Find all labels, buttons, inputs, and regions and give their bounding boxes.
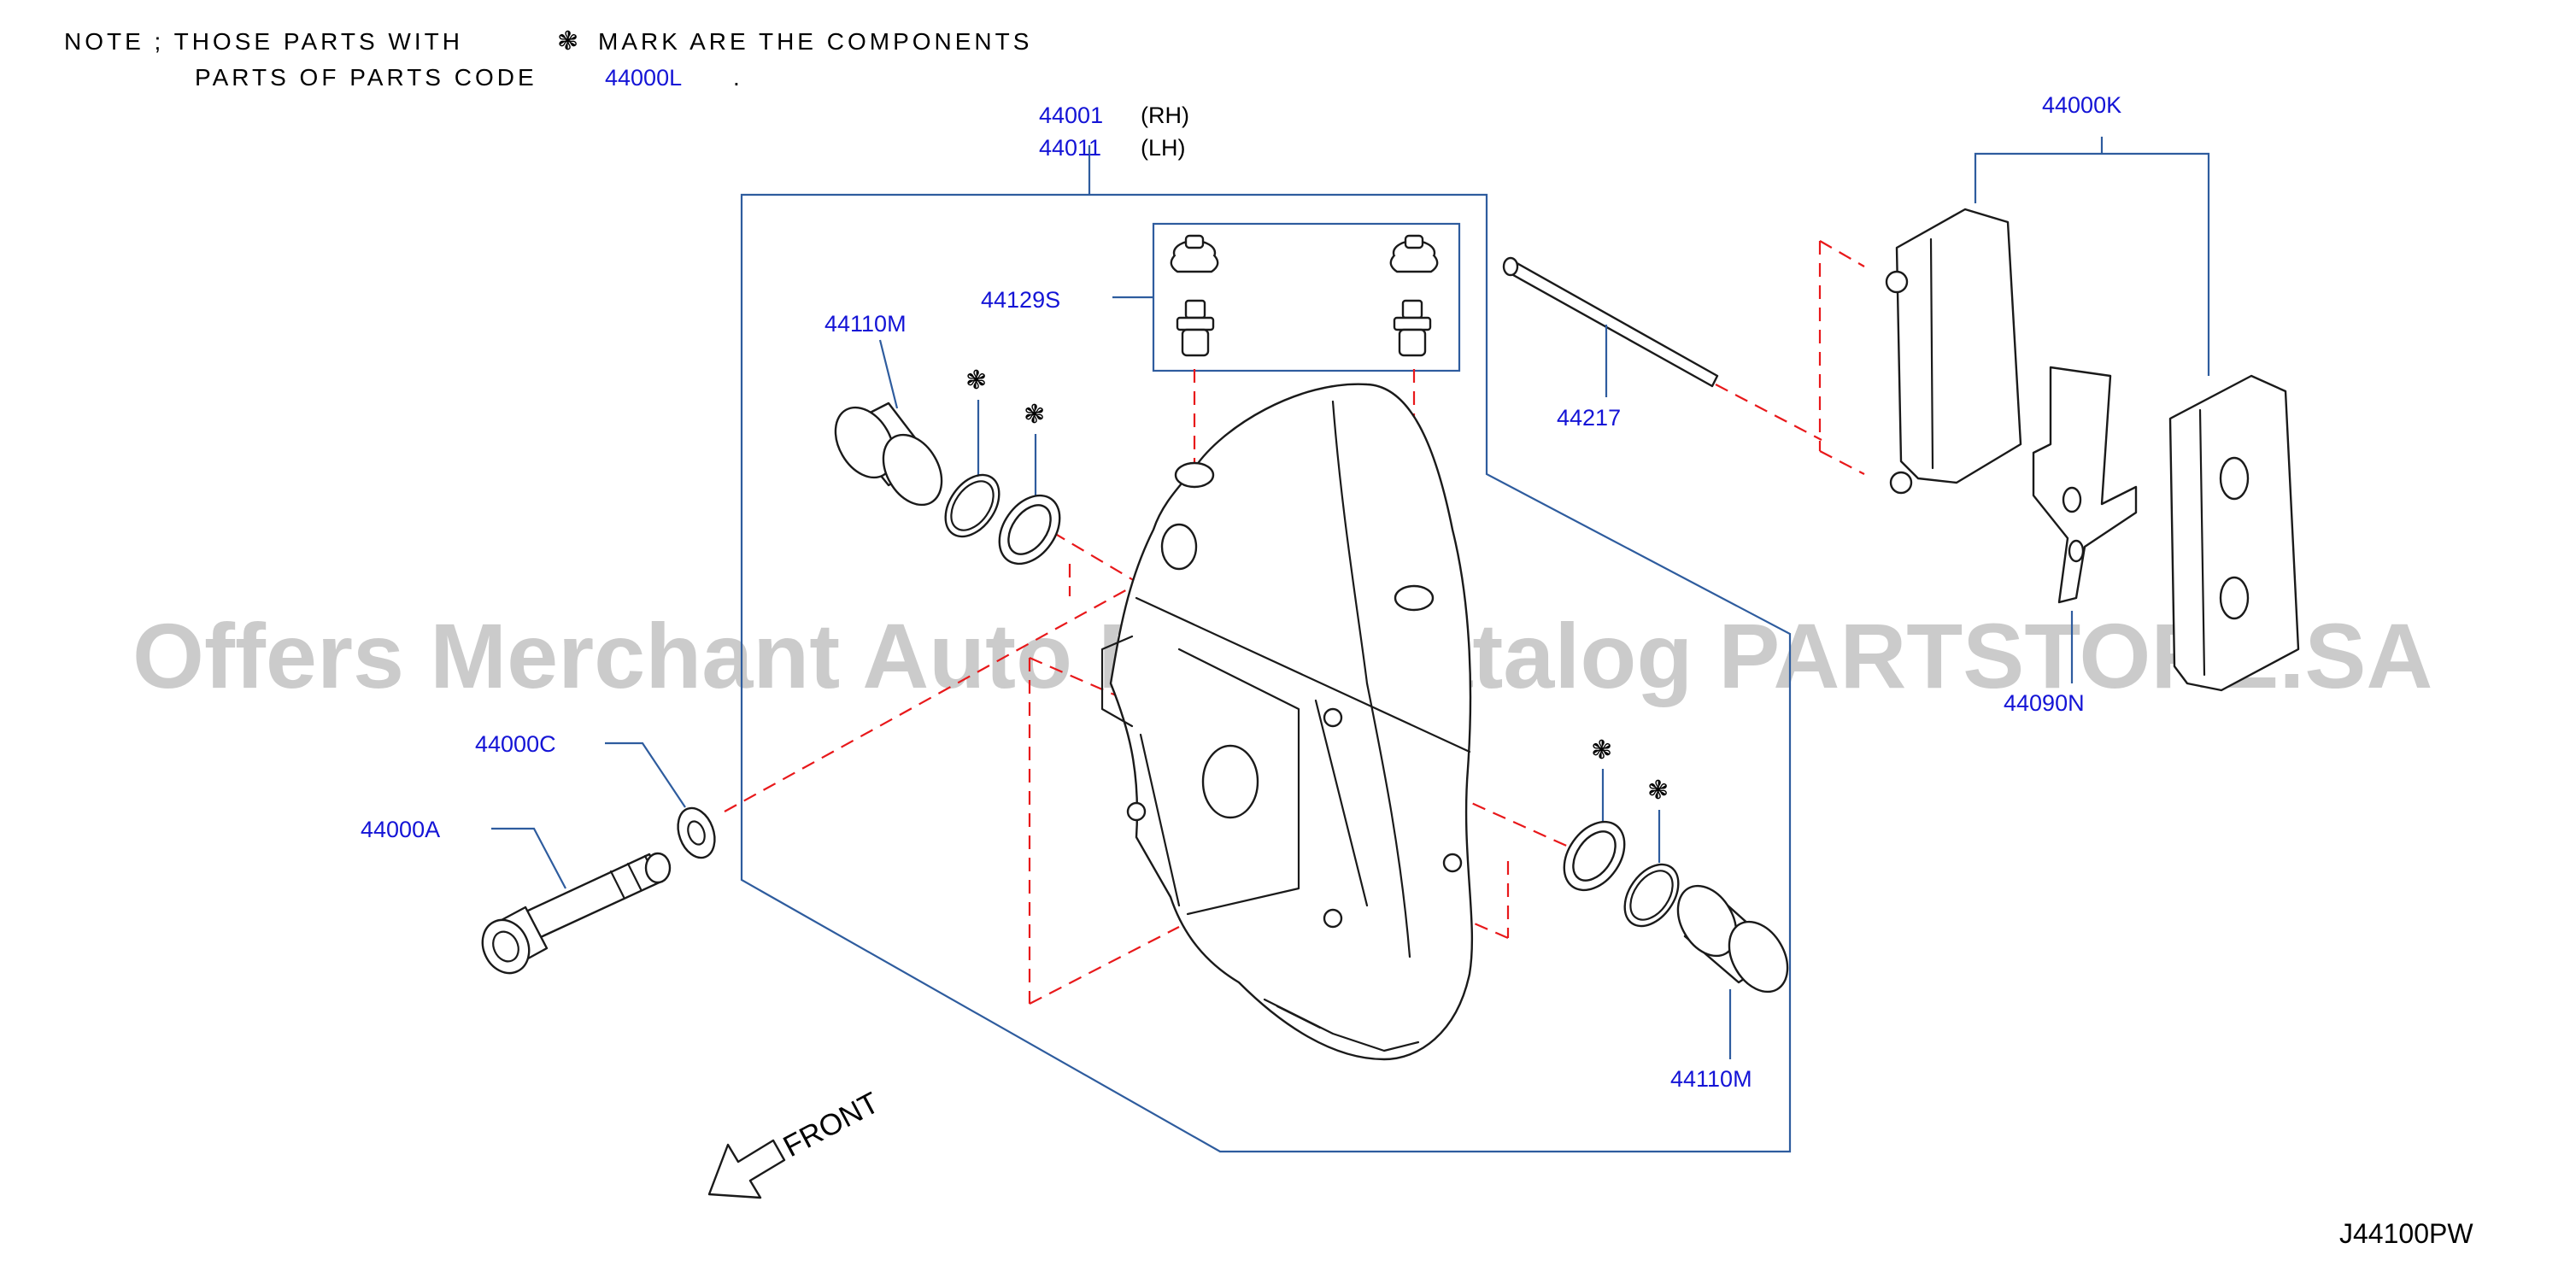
dust-boot-icon[interactable]: [987, 484, 1072, 576]
mark-boot-icon: ❃: [1591, 736, 1612, 765]
piston-seal-icon[interactable]: [1614, 854, 1689, 935]
bleeder-screw-icon[interactable]: [1176, 299, 1215, 357]
label-44001-rh: (RH): [1141, 103, 1189, 128]
bolt-icon[interactable]: [474, 852, 672, 981]
label-44110M-bottom[interactable]: 44110M: [1670, 1066, 1752, 1092]
mark-boot-icon: ❃: [1024, 401, 1045, 429]
front-label: FRONT: [777, 1086, 884, 1164]
bolt-leader: [491, 827, 566, 889]
piston-top-icon[interactable]: [824, 397, 954, 515]
piston-top-leader: [878, 339, 899, 409]
dust-boot-icon[interactable]: [1552, 811, 1637, 902]
bleeder-screw-icon[interactable]: [1393, 299, 1432, 357]
bleeder-cap-icon[interactable]: [1170, 234, 1219, 273]
front-arrow-icon: [707, 1139, 786, 1199]
brake-pad-inner-icon[interactable]: [2168, 374, 2300, 692]
label-44011-lh: (LH): [1141, 135, 1186, 161]
label-44000A[interactable]: 44000A: [361, 817, 440, 842]
caliper-assembly-boundary: [740, 145, 1792, 1153]
label-44000C[interactable]: 44000C: [475, 731, 556, 757]
brake-caliper-body[interactable]: [1100, 383, 1474, 1061]
pad-kit-bracket: [1974, 152, 2210, 376]
washer-icon[interactable]: [672, 803, 721, 863]
label-44129S[interactable]: 44129S: [981, 287, 1060, 313]
bleeder-cap-icon[interactable]: [1389, 234, 1439, 273]
note-line1-a: NOTE ; THOSE PARTS WITH: [64, 28, 463, 55]
mark-seal-icon: ❃: [965, 366, 987, 395]
anti-rattle-spring-icon[interactable]: [2032, 366, 2138, 604]
label-44090N[interactable]: 44090N: [2004, 690, 2085, 716]
mark-seal-icon: ❃: [1647, 777, 1669, 805]
mark-symbol-icon: ❃: [557, 27, 578, 56]
label-44001[interactable]: 44001: [1039, 103, 1103, 128]
label-44011[interactable]: 44011: [1039, 135, 1101, 161]
diagram-code: J44100PW: [2339, 1218, 2473, 1249]
note-parts-code[interactable]: 44000L: [605, 65, 682, 91]
note-line2-end: .: [733, 64, 743, 91]
label-44110M-top[interactable]: 44110M: [824, 311, 907, 337]
brake-pad-outer-icon[interactable]: [1885, 208, 2022, 495]
piston-bottom-icon[interactable]: [1666, 876, 1799, 1002]
label-44217[interactable]: 44217: [1557, 405, 1621, 431]
note-line1-b: MARK ARE THE COMPONENTS: [598, 28, 1032, 55]
piston-seal-icon[interactable]: [935, 465, 1010, 546]
label-44000K[interactable]: 44000K: [2042, 92, 2121, 118]
pad-pin-icon[interactable]: [1502, 256, 1719, 388]
note-line2-a: PARTS OF PARTS CODE: [195, 64, 537, 91]
washer-leader: [605, 742, 686, 808]
